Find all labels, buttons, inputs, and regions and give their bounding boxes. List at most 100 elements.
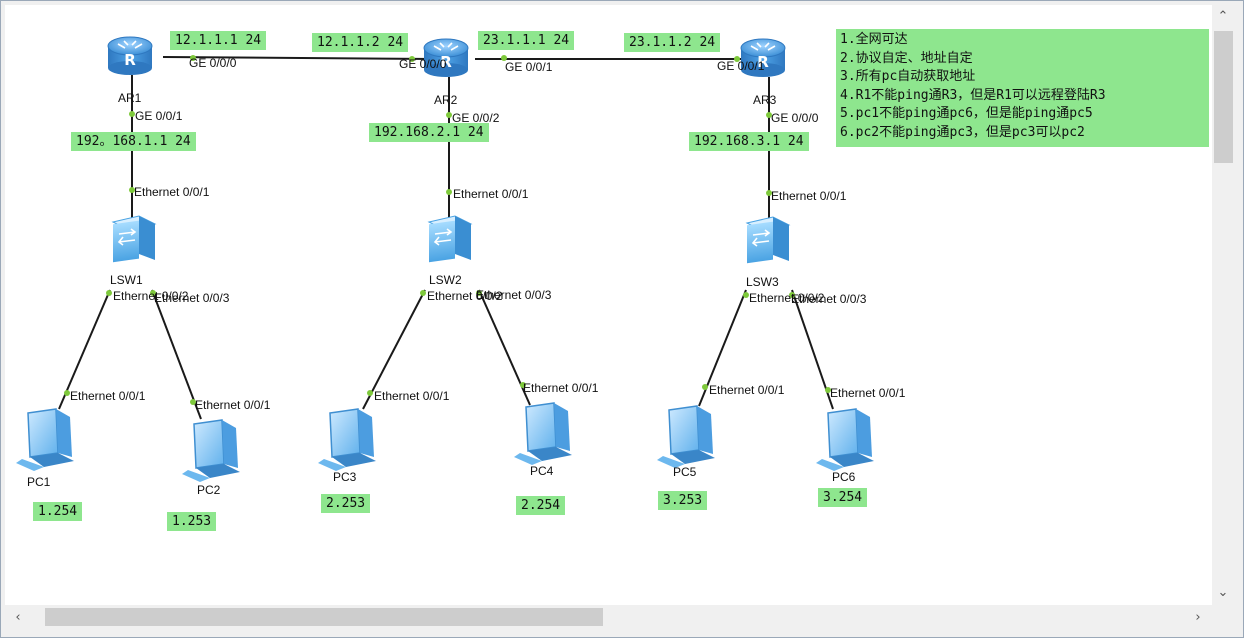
requirements-note[interactable]: 1.全网可达 2.协议自定、地址自定 3.所有pc自动获取地址 4.R1不能pi…	[836, 29, 1209, 147]
device-name-lsw1: LSW1	[110, 273, 143, 287]
ip-tag-pc3: 2.253	[321, 494, 371, 513]
device-name-pc6: PC6	[832, 470, 856, 484]
port-dot	[446, 112, 452, 118]
device-name-pc1: PC1	[27, 475, 51, 489]
port-label-ar2-ge000: GE 0/0/0	[399, 57, 447, 71]
scrollbar-corner	[1212, 605, 1235, 629]
device-name-lsw3: LSW3	[746, 275, 779, 289]
port-dot	[789, 292, 795, 298]
ip-tag-pc2: 1.253	[167, 512, 217, 531]
port-label-pc3: Ethernet 0/0/1	[374, 389, 450, 403]
port-dot	[734, 56, 740, 62]
ip-tag-pc1: 1.254	[33, 502, 83, 521]
ip-tag-ar2-wan2: 23.1.1.1 24	[478, 31, 575, 50]
port-label-lsw3-up: Ethernet 0/0/1	[771, 189, 847, 203]
port-dot	[520, 382, 526, 388]
link-ar1-ar2[interactable]	[162, 56, 436, 60]
pc-icon-pc4[interactable]	[513, 402, 573, 466]
port-label-ar3-ge001: GE 0/0/1	[717, 59, 765, 73]
requirement-line: 1.全网可达	[840, 32, 908, 47]
ip-tag-ar1-wan: 12.1.1.1 24	[170, 31, 267, 50]
port-label-lsw2-p2: Ethernet 0/0/2	[427, 289, 503, 303]
port-dot	[702, 384, 708, 390]
requirement-line: 2.协议自定、地址自定	[840, 50, 973, 66]
port-dots-layer	[64, 55, 831, 405]
port-dot	[129, 111, 135, 117]
horizontal-scroll-thumb[interactable]	[45, 608, 603, 626]
chevron-right-icon[interactable]: ›	[1195, 609, 1201, 625]
ip-tag-pc6: 3.254	[818, 488, 868, 507]
port-label-lsw1-p2: Ethernet 0/0/2	[113, 289, 189, 303]
port-label-ar3-ge000: GE 0/0/0	[771, 111, 819, 125]
device-name-pc4: PC4	[530, 464, 554, 478]
chevron-down-icon[interactable]: ⌄	[1217, 584, 1229, 600]
link-lsw2-pc3[interactable]	[362, 289, 426, 410]
pc-icon-pc2[interactable]	[181, 419, 241, 483]
port-dot	[64, 390, 70, 396]
router-icon-ar1[interactable]	[107, 36, 153, 76]
ip-tag-ar3-lan: 192.168.3.1 24	[689, 132, 809, 151]
port-label-lsw2-up: Ethernet 0/0/1	[453, 187, 529, 201]
device-name-pc5: PC5	[673, 465, 697, 479]
port-label-lsw3-p2: Ethernet 0/0/2	[749, 291, 825, 305]
switch-icon-lsw1[interactable]	[112, 215, 156, 264]
ip-tag-pc5: 3.253	[658, 491, 708, 510]
topology-canvas[interactable]: R AR1 AR2 AR3	[5, 5, 1212, 605]
port-dot	[501, 55, 507, 61]
port-label-lsw1-up: Ethernet 0/0/1	[134, 185, 210, 199]
device-name-pc3: PC3	[333, 470, 357, 484]
device-name-ar2: AR2	[434, 93, 458, 107]
chevron-up-icon[interactable]: ⌃	[1217, 8, 1229, 24]
port-dot	[446, 189, 452, 195]
port-dot	[367, 390, 373, 396]
port-label-lsw2-p3: Ethernet 0/0/3	[476, 288, 552, 302]
requirement-line: 3.所有pc自动获取地址	[840, 69, 976, 84]
pc-icon-pc6[interactable]	[815, 408, 875, 472]
port-dot	[476, 290, 482, 296]
port-dot	[825, 387, 831, 393]
port-dot	[409, 56, 415, 62]
vertical-scrollbar[interactable]: ⌃ ⌄	[1212, 5, 1235, 605]
port-label-pc6: Ethernet 0/0/1	[830, 386, 906, 400]
device-name-lsw2: LSW2	[429, 273, 462, 287]
port-label-pc1: Ethernet 0/0/1	[70, 389, 146, 403]
device-name-pc2: PC2	[197, 483, 221, 497]
ip-tag-ar2-wan1: 12.1.1.2 24	[312, 33, 409, 52]
link-lsw1-pc1[interactable]	[58, 289, 111, 410]
port-dot	[150, 290, 156, 296]
switch-icon-lsw3[interactable]	[746, 216, 790, 265]
port-dot	[420, 290, 426, 296]
device-name-ar3: AR3	[753, 93, 777, 107]
port-dot	[766, 112, 772, 118]
port-dot	[129, 187, 135, 193]
ip-tag-ar3-wan: 23.1.1.2 24	[624, 33, 721, 52]
port-label-pc4: Ethernet 0/0/1	[523, 381, 599, 395]
port-label-ar1-ge000: GE 0/0/0	[189, 56, 237, 70]
port-dot	[190, 55, 196, 61]
device-name-ar1: AR1	[118, 91, 142, 105]
chevron-left-icon[interactable]: ‹	[15, 609, 21, 625]
port-label-pc5: Ethernet 0/0/1	[709, 383, 785, 397]
port-label-lsw1-p3: Ethernet 0/0/3	[154, 291, 230, 305]
horizontal-scrollbar[interactable]: ‹ ›	[5, 605, 1212, 629]
ip-tag-ar1-lan: 192。168.1.1 24	[71, 132, 196, 151]
port-label-ar2-ge002: GE 0/0/2	[452, 111, 500, 125]
port-dot	[766, 190, 772, 196]
ip-tag-ar2-lan: 192.168.2.1 24	[369, 123, 489, 142]
requirement-line: 5.pc1不能ping通pc6，但是能ping通pc5	[840, 106, 1093, 121]
requirement-line: 4.R1不能ping通R3，但是R1可以远程登陆R3	[840, 87, 1106, 103]
port-dot	[190, 399, 196, 405]
port-dot	[743, 292, 749, 298]
ip-tag-pc4: 2.254	[516, 496, 566, 515]
port-label-ar1-ge001: GE 0/0/1	[135, 109, 183, 123]
pc-icon-pc3[interactable]	[317, 408, 377, 472]
port-label-pc2: Ethernet 0/0/1	[195, 398, 271, 412]
switch-icon-lsw2[interactable]	[428, 215, 472, 264]
pc-icon-pc1[interactable]	[15, 408, 75, 472]
port-dot	[106, 290, 112, 296]
pc-icon-pc5[interactable]	[656, 405, 716, 469]
port-label-lsw3-p3: Ethernet 0/0/3	[791, 292, 867, 306]
vertical-scroll-thumb[interactable]	[1214, 31, 1233, 163]
link-lsw1-pc2[interactable]	[151, 289, 202, 420]
